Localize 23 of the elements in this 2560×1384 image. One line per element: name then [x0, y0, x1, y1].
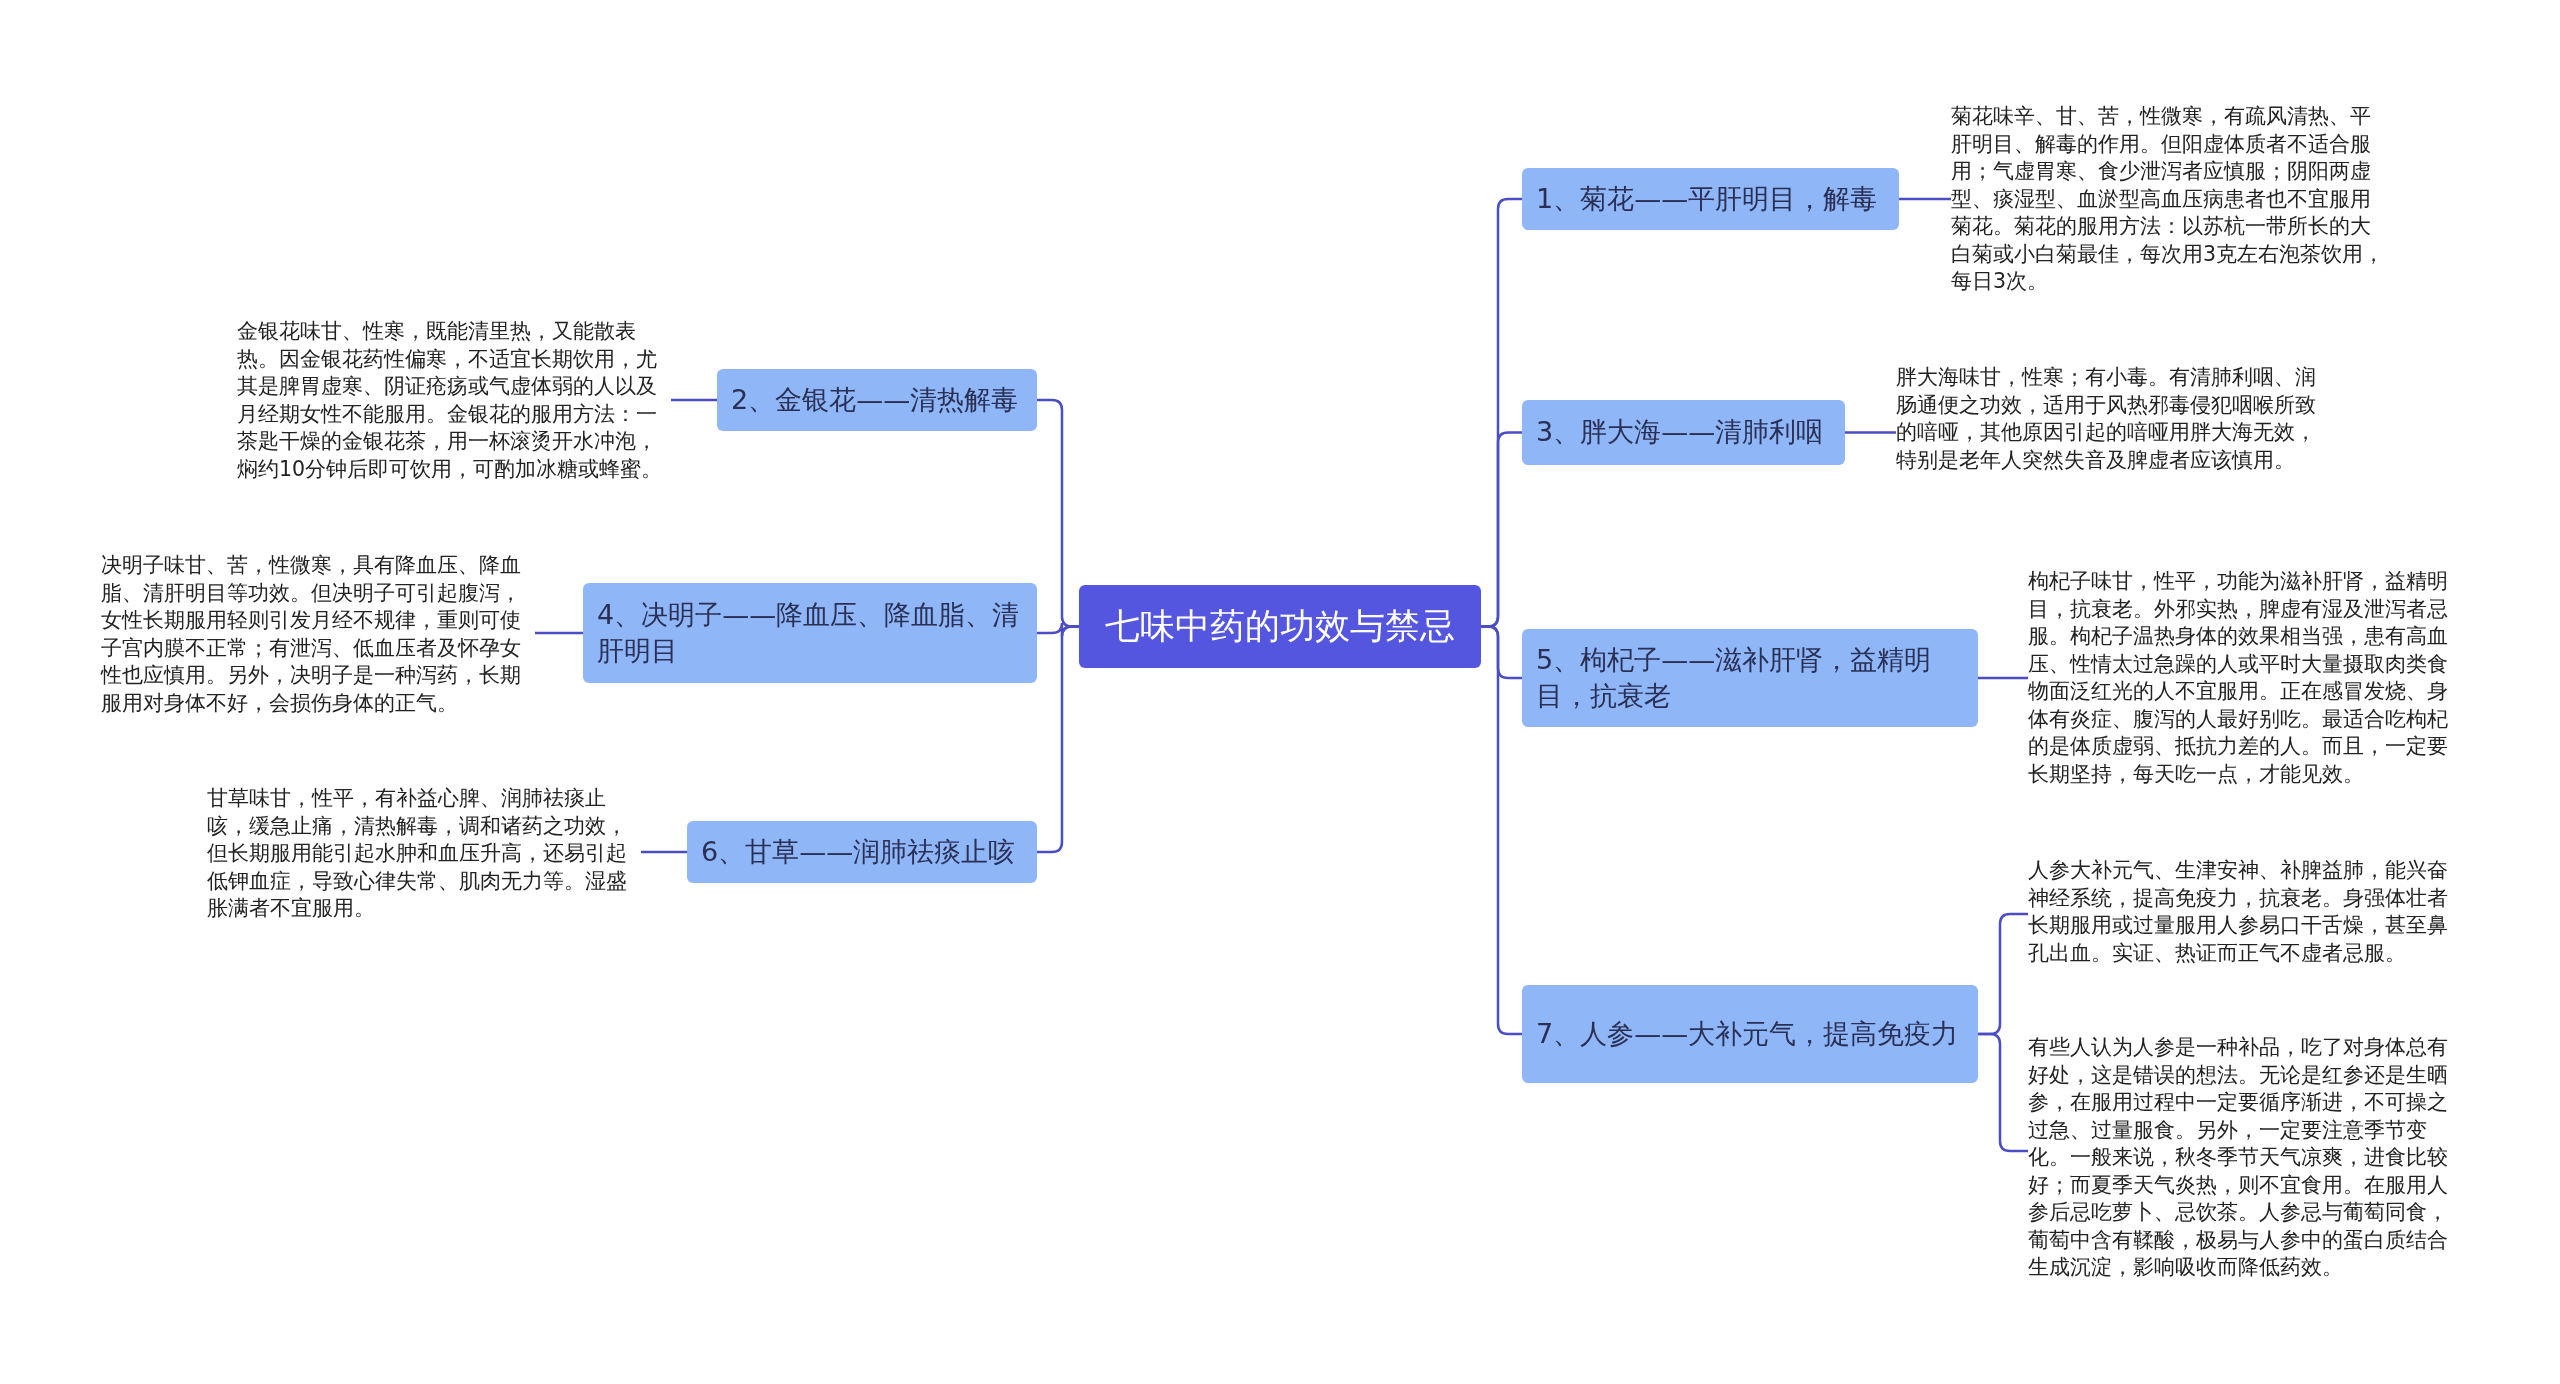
topic-box: 6、甘草——润肺祛痰止咳: [687, 821, 1037, 883]
note-text: 胖大海味甘，性寒；有小毒。有清肺利咽、润肠通便之功效，适用于风热邪毒侵犯咽喉所致的喑哑，其他原因引起的喑哑用胖大海无效，特别是老年人突然失音及脾虚者应该慎用。: [1896, 364, 2330, 474]
connector-line: [1481, 625, 1522, 1036]
topic-box: 3、胖大海——清肺利咽: [1522, 400, 1845, 465]
note-text: 菊花味辛、甘、苦，性微寒，有疏风清热、平肝明目、解毒的作用。但阳虚体质者不适合服用；气虚胃寒、食少泄泻者应慎服；阴阳两虚型、痰湿型、血淤型高血压病患者也不宜服用菊花。菊花的服用方法：以苏杭一带所长的大白菊或小白菊最佳，每次用3克左右泡茶饮用，每日3次。: [1951, 103, 2385, 296]
note-text: 人参大补元气、生津安神、补脾益肺，能兴奋神经系统，提高免疫力，抗衰老。身强体壮者长期服用或过量服用人参易口干舌燥，甚至鼻孔出血。实证、热证而正气不虚者忌服。: [2028, 857, 2462, 967]
central-topic-box: 七味中药的功效与禁忌: [1079, 585, 1481, 668]
connector-line: [671, 398, 717, 402]
note-text: 决明子味甘、苦，性微寒，具有降血压、降血脂、清肝明目等功效。但决明子可引起腹泻，女性长期服用轻则引发月经不规律，重则可使子宫内膜不正常；有泄泻、低血压者及怀孕女性也应慎用。另外，决明子是一种泻药，长期服用对身体不好，会损伤身体的正气。: [101, 552, 535, 717]
note-text: 金银花味甘、性寒，既能清里热，又能散表热。因金银花药性偏寒，不适宜长期饮用，尤其是脾胃虚寒、阴证疮疡或气虚体弱的人以及月经期女性不能服用。金银花的服用方法：一茶匙干燥的金银花茶，用一杯滚烫开水冲泡，焖约10分钟后即可饮用，可酌加冰糖或蜂蜜。: [237, 318, 671, 483]
connector-line: [641, 850, 687, 854]
note-text: 枸杞子味甘，性平，功能为滋补肝肾，益精明目，抗衰老。外邪实热，脾虚有湿及泄泻者忌服。枸杞子温热身体的效果相当强，患有高血压、性情太过急躁的人或平时大量摄取肉类食物面泛红光的人不宜服用。正在感冒发烧、身体有炎症、腹泻的人最好别吃。最适合吃枸杞的是体质虚弱、抵抗力差的人。而且，一定要长期坚持，每天吃一点，才能见效。: [2028, 568, 2462, 788]
connector-line: [1845, 431, 1896, 434]
note-text: 甘草味甘，性平，有补益心脾、润肺祛痰止咳，缓急止痛，清热解毒，调和诸药之功效，但长期服用能引起水肿和血压升高，还易引起低钾血症，导致心律失常、肌肉无力等。湿盛胀满者不宜服用。: [207, 785, 641, 923]
topic-box: 5、枸杞子——滋补肝肾，益精明目，抗衰老: [1522, 629, 1978, 727]
connector-line: [1899, 197, 1951, 201]
connector-line: [1978, 676, 2028, 680]
note-text: 有些人认为人参是一种补品，吃了对身体总有好处，这是错误的想法。无论是红参还是生晒参，在服用过程中一定要循序渐进，不可操之过急、过量服食。另外，一定要注意季节变化。一般来说，秋冬季节天气凉爽，进食比较好；而夏季天气炎热，则不宜食用。在服用人参后忌吃萝卜、忌饮茶。人参忌与葡萄同食，葡萄中含有鞣酸，极易与人参中的蛋白质结合生成沉淀，影响吸收而降低药效。: [2028, 1034, 2462, 1282]
topic-box: 7、人参——大补元气，提高免疫力: [1522, 985, 1978, 1083]
topic-box: 1、菊花——平肝明目，解毒: [1522, 168, 1899, 230]
topic-box: 2、金银花——清热解毒: [717, 369, 1037, 431]
topic-box: 4、决明子——降血压、降血脂、清肝明目: [583, 583, 1037, 683]
connector-line: [535, 631, 583, 635]
